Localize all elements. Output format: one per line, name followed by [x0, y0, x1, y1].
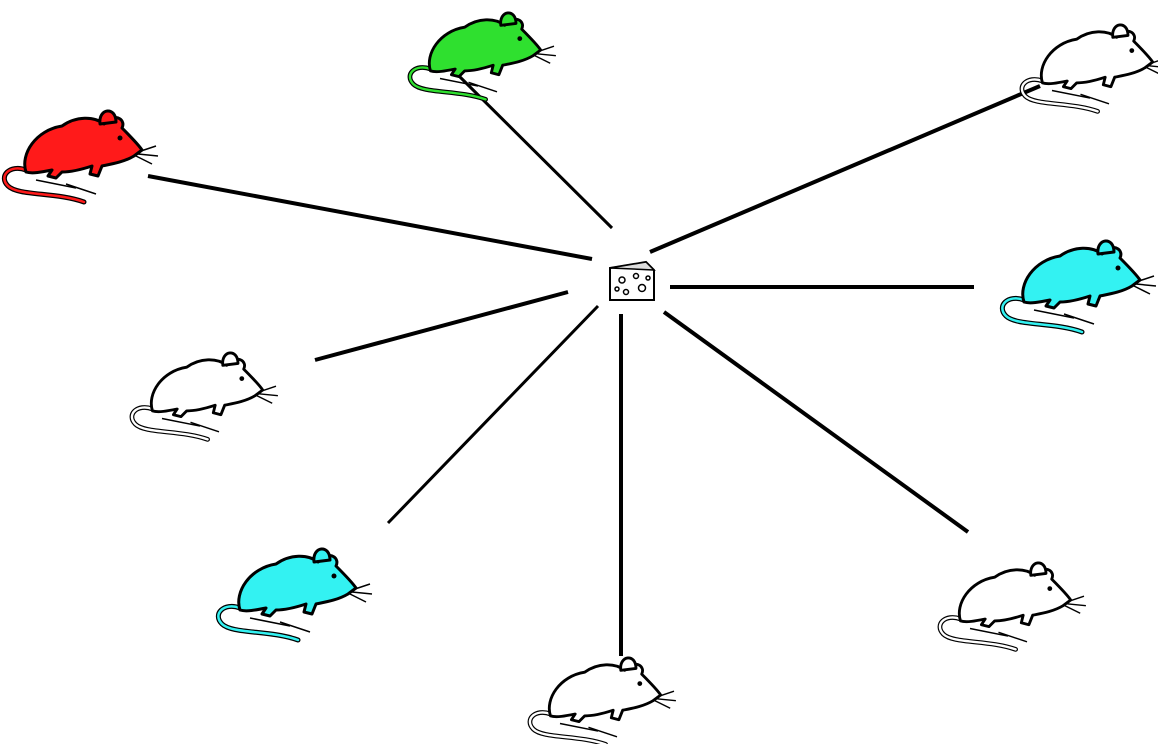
edge-cheese-to-bottom-left: [386, 304, 600, 525]
mouse-left-icon: [129, 351, 278, 442]
mouse-bottom-icon: [527, 656, 676, 744]
mouse-bottom-right-icon: [937, 561, 1086, 652]
mouse-top-right-icon: [1019, 23, 1158, 114]
edge-cheese-to-top-left: [147, 174, 593, 261]
nodes-layer: [1, 11, 1158, 744]
edge-cheese-to-left: [314, 290, 569, 362]
edges-layer: [147, 70, 1041, 656]
edge-cheese-to-bottom-right: [662, 310, 970, 534]
mouse-top-icon: [407, 11, 556, 102]
mouse-right-icon: [999, 239, 1157, 335]
mouse-bottom-left-icon: [215, 547, 373, 643]
mouse-top-left-icon: [1, 109, 159, 205]
edge-cheese-to-top-right: [649, 84, 1041, 254]
cheese-icon: [609, 260, 656, 301]
